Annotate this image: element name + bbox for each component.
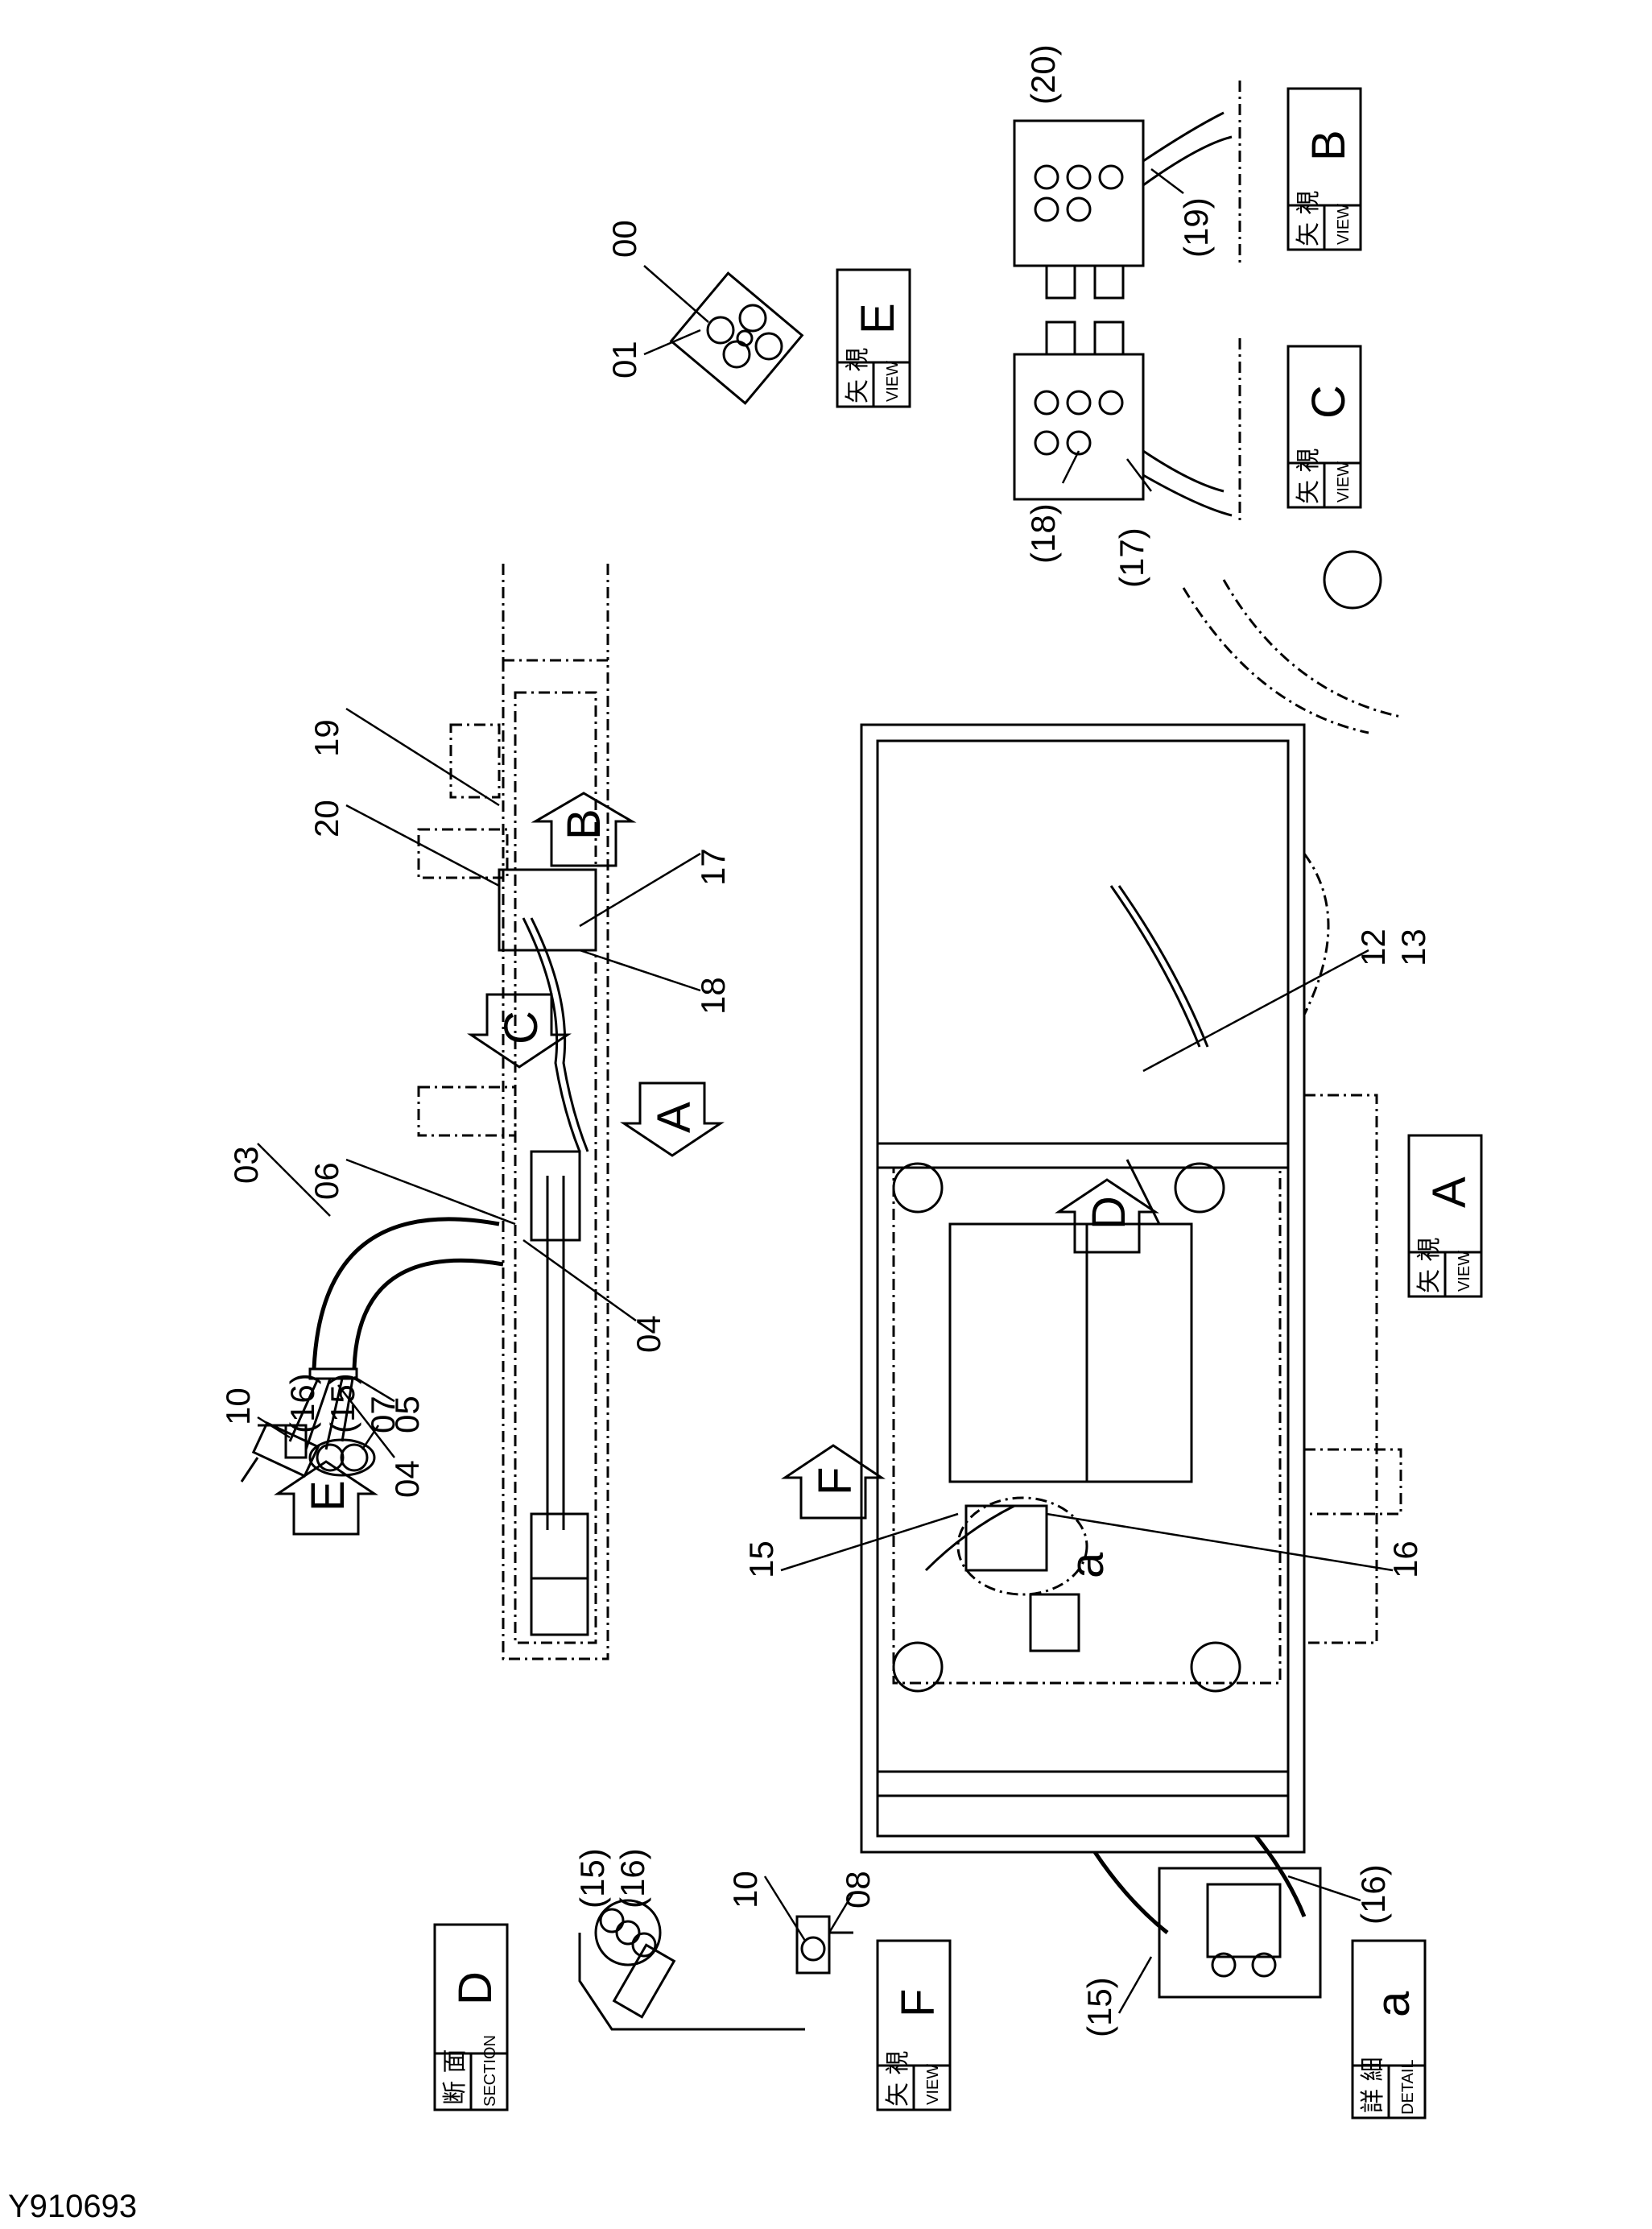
detail-a-fitting (1092, 1834, 1322, 1999)
callout-06: 06 (308, 1162, 345, 1200)
view-e-valve (669, 271, 804, 405)
callout-p16-section: (16) (283, 1373, 321, 1433)
arrow-c-letter: C (495, 1011, 547, 1044)
callout-04-upper: 04 (630, 1315, 667, 1353)
view-arrow-e: E (274, 1460, 378, 1536)
view-c-valve (1013, 320, 1241, 523)
callout-00: 00 (605, 220, 643, 258)
callout-16: 16 (1386, 1540, 1424, 1578)
detail-a-en: DETAIL (1399, 2059, 1417, 2115)
callout-p17: (17) (1113, 527, 1150, 588)
view-f-en: VIEW (924, 2064, 942, 2105)
callout-13: 13 (1394, 928, 1432, 966)
callout-10-f: 10 (726, 1871, 764, 1909)
view-arrow-f: F (781, 1444, 886, 1520)
view-b-jp: 矢 視 (1295, 190, 1323, 246)
callout-08: 08 (839, 1871, 877, 1909)
view-a-frame (860, 723, 1306, 1854)
callout-04-lower: 04 (388, 1460, 426, 1498)
view-e-letter: E (852, 303, 904, 334)
section-d-jp: 断 面 (441, 2049, 469, 2105)
callout-12: 12 (1354, 928, 1392, 966)
view-c-jp: 矢 視 (1295, 448, 1323, 504)
detail-a-marker: a (1061, 1552, 1113, 1578)
section-d-clamp (258, 1424, 376, 1477)
callout-01: 01 (605, 341, 643, 378)
view-b-en: VIEW (1335, 204, 1353, 245)
callout-p15-detail: (15) (1080, 1977, 1118, 2037)
callout-10-section: 10 (219, 1387, 257, 1425)
view-a-letter: A (1423, 1177, 1476, 1208)
title-box-view-e: 矢 視 VIEW E (836, 268, 911, 408)
callout-p20: (20) (1024, 44, 1062, 105)
section-d-en: SECTION (481, 2035, 499, 2107)
view-f-letter: F (892, 1989, 944, 2017)
callout-19: 19 (308, 719, 345, 757)
view-b-valve (1013, 81, 1241, 300)
view-f-detail (578, 1899, 853, 2031)
callout-p19: (19) (1177, 197, 1215, 258)
callout-p15-section: (15) (324, 1373, 361, 1433)
callout-07: 07 (364, 1396, 402, 1433)
view-arrow-d: D (1055, 1178, 1159, 1254)
callout-p18: (18) (1024, 503, 1062, 564)
arrow-b-letter: B (558, 808, 610, 840)
title-box-view-f: 矢 視 VIEW F (876, 1939, 952, 2111)
arrow-e-letter: E (302, 1480, 354, 1512)
callout-p16-f: (16) (613, 1848, 651, 1909)
view-c-en: VIEW (1335, 461, 1353, 502)
view-e-jp: 矢 視 (844, 347, 872, 403)
arrow-a-letter: A (648, 1102, 700, 1133)
title-box-view-a: 矢 視 VIEW A (1407, 1134, 1483, 1298)
side-view-frame (417, 564, 609, 1660)
arrow-d-letter: D (1083, 1196, 1135, 1230)
drawing-code: Y910693 (8, 2189, 138, 2224)
view-arrow-b: B (531, 792, 637, 867)
callout-15: 15 (742, 1540, 780, 1578)
callout-p16-detail: (16) (1354, 1864, 1392, 1925)
detail-a-jp: 詳 細 (1359, 2057, 1387, 2113)
hose-03 (240, 1217, 504, 1483)
callout-05: 05 (388, 1396, 426, 1433)
title-box-section-d: 断 面 SECTION D (433, 1923, 509, 2111)
view-e-en: VIEW (884, 361, 902, 402)
view-arrow-a: A (620, 1081, 725, 1157)
detail-a-letter: a (1367, 1991, 1419, 2017)
view-a-jp: 矢 視 (1415, 1237, 1443, 1293)
callout-20: 20 (308, 800, 345, 837)
title-box-view-c: 矢 視 VIEW C (1286, 345, 1362, 509)
callouts: 00 01 (20) (19) (18) (17) 19 20 17 18 03… (219, 44, 1432, 2037)
turntable-outline (1182, 550, 1402, 1644)
view-arrow-c: C (467, 993, 572, 1069)
title-box-view-b: 矢 視 VIEW B (1286, 87, 1362, 251)
callout-18: 18 (694, 977, 732, 1015)
callout-03: 03 (227, 1146, 265, 1184)
view-f-jp: 矢 視 (884, 2050, 912, 2107)
view-c-letter: C (1303, 385, 1355, 419)
view-a-en: VIEW (1456, 1251, 1473, 1292)
arrow-f-letter: F (809, 1467, 861, 1495)
title-box-detail-a: 詳 細 DETAIL a (1351, 1939, 1427, 2119)
section-d-letter: D (449, 1971, 502, 2005)
view-b-letter: B (1303, 130, 1355, 161)
callout-p15-f: (15) (573, 1848, 611, 1909)
